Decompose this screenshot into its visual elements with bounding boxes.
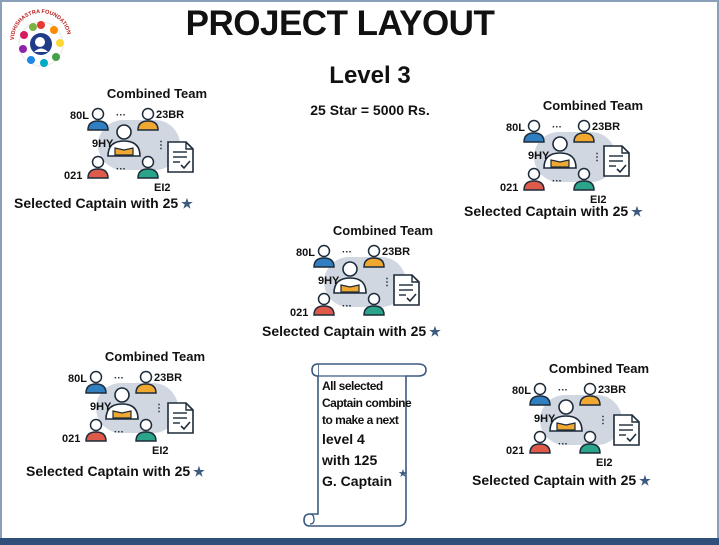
team-title: Combined Team [106,86,208,101]
star-icon: ★ [193,464,205,479]
svg-text:···: ··· [114,373,124,384]
svg-text:⋮: ⋮ [156,140,166,151]
team-people-icon: ··· ··· ⋮ [523,119,616,191]
scroll-text: All selected Captain combine to make a n… [322,378,412,492]
label-bottom-left: 021 [506,445,525,457]
label-top-left: 80L [512,385,531,397]
scroll-icon [303,363,427,527]
team-title: Combined Team [542,98,644,113]
captain-caption: Selected Captain with 25★ [14,195,193,212]
scroll-line-1: All selected Captain combine to make a n… [322,379,412,427]
label-top-right: 23BR [156,109,185,121]
logo-icon: VIDHISHASTRA FOUNDATION [10,9,71,67]
svg-text:···: ··· [552,122,562,133]
scroll-note: All selected Captain combine to make a n… [300,356,430,532]
label-top-left: 80L [296,247,315,259]
captain-caption-text: Selected Captain with 25 [464,203,629,219]
label-center: 9HY [534,413,556,425]
captain-caption-text: Selected Captain with 25 [262,323,427,339]
svg-text:···: ··· [342,301,352,312]
label-bottom-right: EI2 [590,194,607,206]
label-top-left: 80L [68,373,87,385]
svg-text:⋮: ⋮ [598,415,608,426]
star-icon: ★ [398,468,408,480]
team-people-icon: ··· ··· ⋮ [313,244,406,316]
star-icon: ★ [181,196,193,211]
label-bottom-right: EI2 [154,182,171,194]
scroll-line-3: with 125 [322,452,378,468]
level-heading: Level 3 [329,62,411,89]
label-top-right: 23BR [154,372,183,384]
document-check-icon [603,145,630,177]
label-bottom-left: 021 [290,307,309,319]
captain-caption: Selected Captain with 25★ [472,472,651,489]
svg-text:···: ··· [116,164,126,175]
label-top-right: 23BR [598,384,627,396]
label-bottom-left: 021 [62,433,81,445]
svg-text:···: ··· [558,385,568,396]
scroll-line-4: G. Captain [322,473,393,489]
svg-text:···: ··· [552,176,562,187]
captain-caption: Selected Captain with 25★ [262,323,441,340]
label-top-right: 23BR [592,121,621,133]
label-center: 9HY [318,275,340,287]
team-people-icon: ··· ··· ⋮ [87,107,180,179]
captain-caption-text: Selected Captain with 25 [14,195,179,211]
label-top-left: 80L [70,110,89,122]
svg-text:···: ··· [114,427,124,438]
document-check-icon [167,402,194,434]
label-bottom-right: EI2 [596,457,613,469]
combined-team-block: Combined Team ··· ··· ⋮ 80L 23BR 9HY 021… [62,86,262,216]
combined-team-block: Combined Team ··· ··· ⋮ 80L 23BR 9HY 021 [288,223,488,353]
svg-text:⋮: ⋮ [382,277,392,288]
team-title: Combined Team [332,223,434,238]
page-title: PROJECT LAYOUT [185,4,495,43]
svg-text:···: ··· [116,110,126,121]
captain-caption-text: Selected Captain with 25 [26,463,191,479]
captain-caption: Selected Captain with 25★ [26,463,205,480]
document-check-icon [167,141,194,173]
team-title: Combined Team [104,349,206,364]
team-people-icon: ··· ··· ⋮ [85,370,178,442]
svg-text:⋮: ⋮ [154,403,164,414]
combined-team-block: Combined Team ··· ··· ⋮ 80L 23BR 9HY 021… [60,349,260,479]
combined-team-block: Combined Team ··· ··· ⋮ 80L 23BR 9HY 021… [498,98,698,228]
svg-text:···: ··· [342,247,352,258]
combined-team-block: Combined Team ··· ··· ⋮ 80L 23BR 9HY 021… [504,361,704,491]
star-icon: ★ [639,473,651,488]
label-bottom-right: EI2 [152,445,169,457]
label-top-left: 80L [506,122,525,134]
svg-text:⋮: ⋮ [592,152,602,163]
team-title: Combined Team [548,361,650,376]
document-check-icon [393,274,420,306]
slide-bottom-bar [0,538,719,545]
captain-caption: Selected Captain with 25★ [464,203,643,220]
star-icon: ★ [429,324,441,339]
label-center: 9HY [92,138,114,150]
label-bottom-left: 021 [64,170,83,182]
label-center: 9HY [528,150,550,162]
star-rate-text: 25 Star = 5000 Rs. [310,102,430,118]
team-people-icon: ··· ··· ⋮ [529,382,622,454]
svg-text:···: ··· [558,439,568,450]
label-center: 9HY [90,401,112,413]
label-top-right: 23BR [382,246,411,258]
label-bottom-left: 021 [500,182,519,194]
star-icon: ★ [631,204,643,219]
document-check-icon [613,414,640,446]
scroll-line-2: level 4 [322,431,365,447]
captain-caption-text: Selected Captain with 25 [472,472,637,488]
